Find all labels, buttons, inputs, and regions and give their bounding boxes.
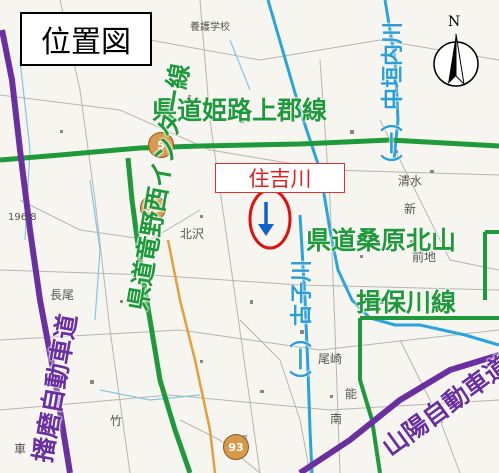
expressway-harima — [0, 29, 73, 473]
place-label: 竹 — [110, 414, 123, 428]
local-road-orange — [166, 239, 217, 473]
place-label: 清水 — [398, 174, 423, 188]
target-river-name: 住吉川 — [248, 167, 312, 191]
target-circle — [248, 188, 292, 250]
flow-arrow-icon — [258, 202, 274, 236]
place-label: 北沢 — [180, 227, 205, 241]
place-label: 前地 — [412, 250, 437, 264]
route-marker: 93 — [140, 195, 166, 221]
place-label: 長尾 — [50, 288, 75, 302]
road-label-himeji-kamigori: 県道姫路上郡線 — [152, 96, 328, 125]
place-label: 196.8 — [8, 212, 37, 223]
road-label-ibogawa: 揖保川線 — [356, 288, 457, 317]
map-title-box: 位置図 — [20, 12, 152, 66]
place-label: 養護学校 — [190, 22, 230, 33]
route-marker: 5 — [148, 132, 174, 158]
place-label: 車 — [14, 442, 27, 456]
road-label-kuwabara-kitayama: 県道桑原北山 — [306, 226, 457, 255]
place-label: 尾崎 — [318, 352, 343, 366]
map-title: 位置図 — [41, 25, 131, 60]
north-arrow-icon — [433, 33, 479, 87]
expressway-sanyo — [298, 352, 499, 473]
road-tatsuno-nishi — [125, 157, 193, 473]
river-furuko — [298, 214, 314, 473]
river-nakagaichi — [266, 0, 499, 347]
north-letter: N — [448, 14, 461, 30]
place-label: 新 — [404, 202, 417, 216]
route-marker: 93 — [223, 434, 249, 460]
place-label: 能 — [345, 387, 358, 401]
place-label: 南 — [330, 412, 343, 426]
road-kuwabara-kitayama — [358, 230, 499, 473]
target-river-label-box: 住吉川 — [215, 163, 345, 193]
road-himeji-kamigori — [0, 137, 499, 163]
